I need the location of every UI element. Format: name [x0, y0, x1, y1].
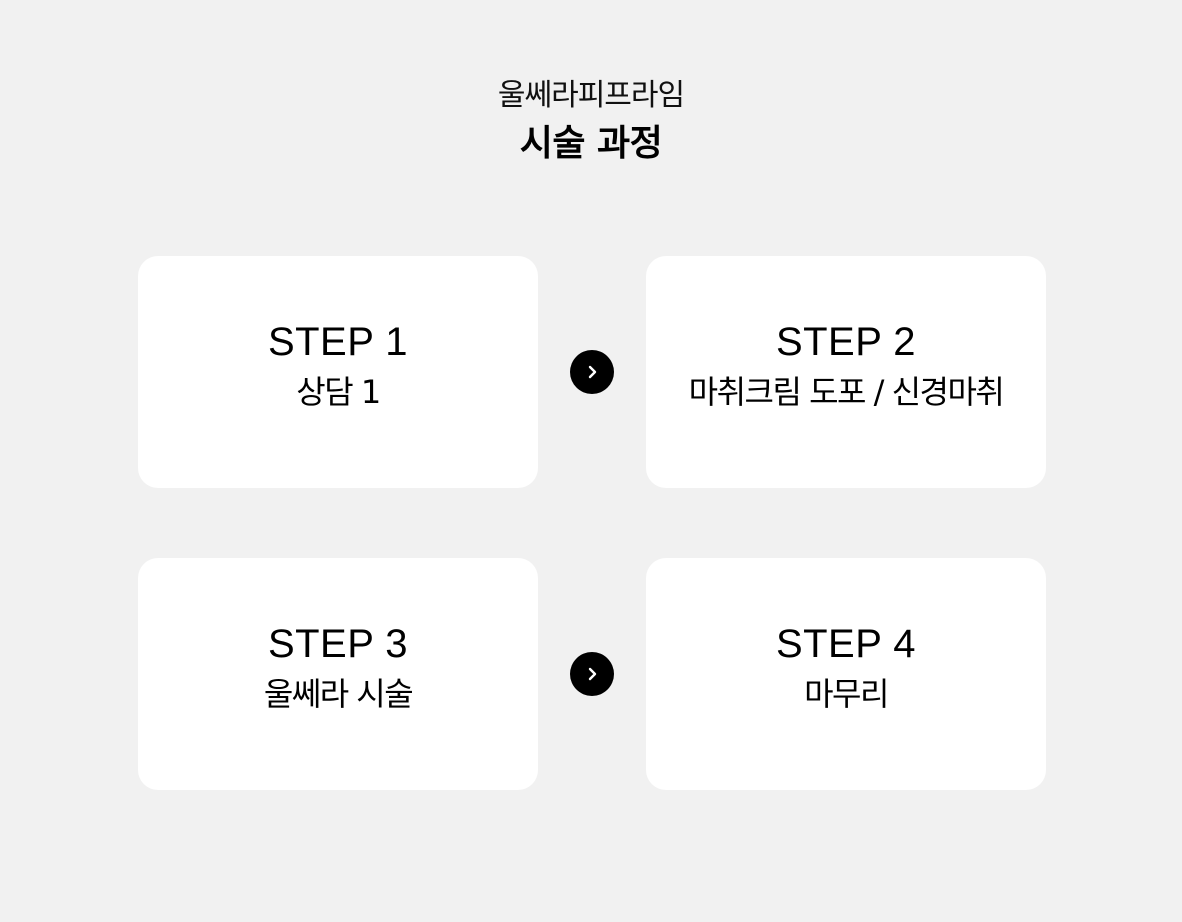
chevron-right-icon	[588, 365, 597, 379]
step-arrow-1-2	[570, 350, 614, 394]
step-card-3: STEP 3 울쎄라 시술	[138, 558, 538, 790]
section-header: 울쎄라피프라임 시술 과정	[0, 76, 1182, 168]
step-label: STEP 2	[775, 320, 917, 364]
step-label: STEP 1	[267, 320, 409, 364]
chevron-right-icon	[588, 667, 597, 681]
step-label: STEP 4	[775, 622, 917, 666]
step-label: STEP 3	[267, 622, 409, 666]
step-arrow-3-4	[570, 652, 614, 696]
step-description: 마취크림 도포 / 신경마취	[688, 373, 1005, 411]
section-subtitle: 울쎄라피프라임	[497, 78, 685, 113]
step-description: 상담 1	[296, 373, 381, 411]
step-description: 울쎄라 시술	[263, 675, 414, 713]
step-description: 마무리	[804, 675, 889, 713]
step-card-4: STEP 4 마무리	[646, 558, 1046, 790]
step-card-2: STEP 2 마취크림 도포 / 신경마취	[646, 256, 1046, 488]
section-title: 시술 과정	[519, 123, 663, 164]
step-card-1: STEP 1 상담 1	[138, 256, 538, 488]
